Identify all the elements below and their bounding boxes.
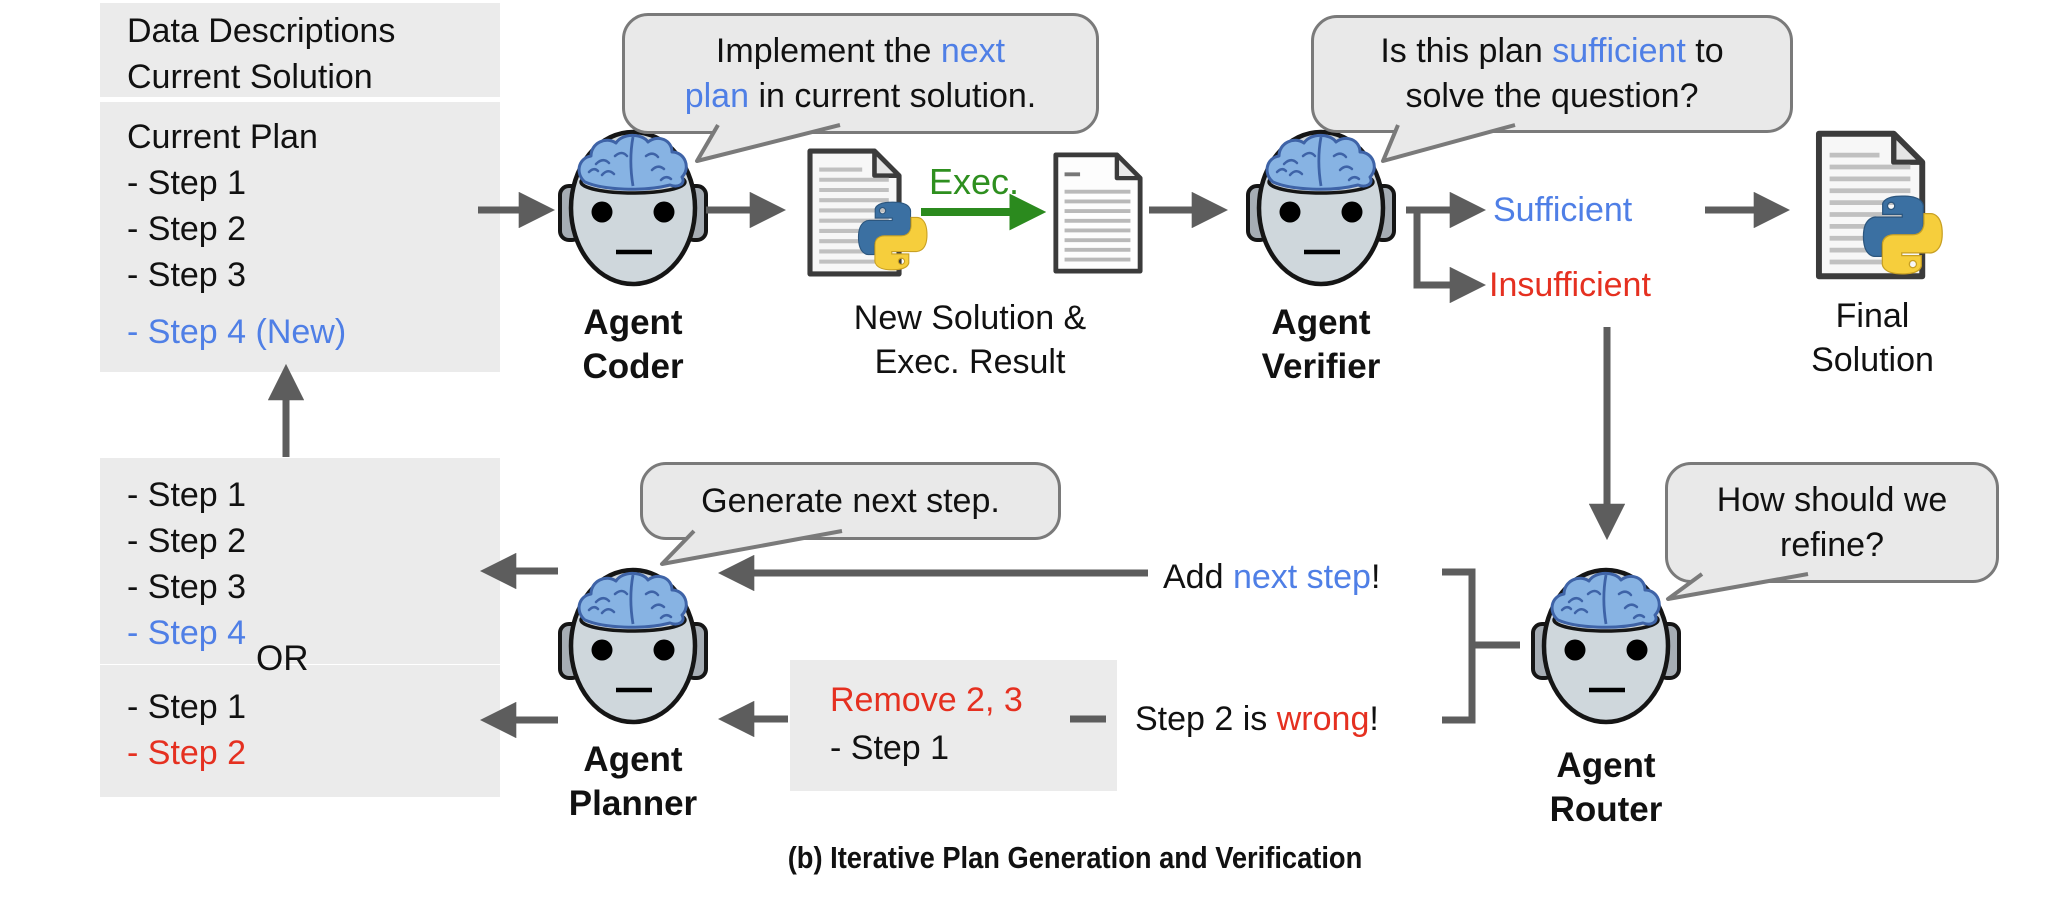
arrow-verifier-to-insufficient [1413, 207, 1487, 304]
context-box: Data Descriptions Current Solution [100, 3, 500, 97]
plan-b-line: - Step 2 [127, 734, 247, 772]
context-line: Data Descriptions [127, 12, 396, 50]
plan-a-line: - Step 2 [127, 522, 247, 560]
exec-result-doc-icon [1049, 151, 1146, 275]
plan-a-line: - Step 3 [127, 568, 247, 606]
plan-a-line: - Step 4 [127, 614, 247, 652]
plan-line: - Step 2 [127, 210, 247, 248]
bubble-line: How should we [1716, 480, 1948, 519]
plan-line: - Step 1 [127, 164, 247, 202]
bubble-line: Implement the next [715, 31, 1006, 70]
coder-speech-bubble: Implement the next plan in current solut… [622, 13, 1099, 134]
python-logo-icon [852, 196, 932, 276]
bubble-line: solve the question? [1405, 77, 1699, 115]
agent-coder-robot-icon [551, 128, 715, 288]
plan-line: - Step 3 [127, 256, 247, 294]
bubble-line: Is this plan sufficient to [1380, 32, 1724, 70]
step2-wrong-message: Step 2 is wrong! [1135, 700, 1379, 738]
plan-option-a-box: - Step 1 - Step 2 - Step 3 - Step 4 [100, 458, 500, 664]
new-step-line: - Step 4 (New) [127, 313, 347, 351]
python-logo-icon [1856, 189, 1948, 281]
add-next-step-message: Add next step! [1163, 558, 1381, 596]
exec-label: Exec. [929, 161, 1020, 202]
agent-planner-robot-icon [551, 566, 715, 726]
router-speech-bubble: How should we refine? [1665, 462, 1999, 583]
remove-line: - Step 1 [830, 729, 950, 767]
bubble-line: refine? [1780, 525, 1884, 564]
context-line: Current Solution [127, 58, 373, 96]
plan-option-b-box: - Step 1 - Step 2 [100, 665, 500, 797]
new-step-box: - Step 4 (New) [100, 303, 500, 372]
agent-router-robot-icon [1524, 566, 1688, 726]
plan-a-line: - Step 1 [127, 476, 247, 514]
router-bracket [1442, 568, 1476, 724]
remove-line: Remove 2, 3 [830, 681, 1023, 719]
bubble-line: plan in current solution. [684, 76, 1037, 115]
sufficient-label: Sufficient [1493, 191, 1633, 229]
verifier-speech-bubble: Is this plan sufficient to solve the que… [1311, 15, 1793, 133]
figure-caption: (b) Iterative Plan Generation and Verifi… [787, 840, 1363, 875]
plan-b-line: - Step 1 [127, 688, 247, 726]
plan-line: Current Plan [127, 118, 318, 156]
bubble-line: Generate next step. [701, 481, 1000, 520]
remove-steps-box: Remove 2, 3 - Step 1 [790, 660, 1117, 791]
current-plan-box: Current Plan - Step 1 - Step 2 - Step 3 [100, 102, 500, 305]
insufficient-label: Insufficient [1489, 266, 1651, 304]
new-solution-label: New Solution &Exec. Result [853, 299, 1087, 381]
agent-verifier-robot-icon [1239, 128, 1403, 288]
or-label: OR [256, 639, 309, 678]
planner-speech-bubble: Generate next step. [640, 462, 1061, 540]
